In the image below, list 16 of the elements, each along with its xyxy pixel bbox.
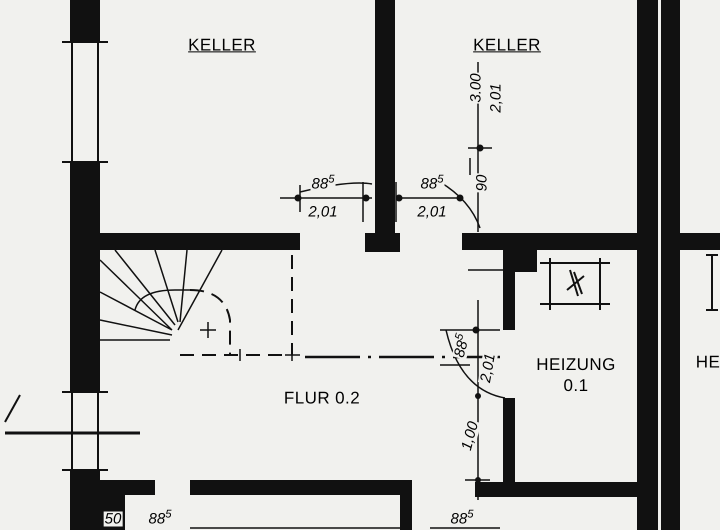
room-name: HE [696,351,720,373]
dimension-text: 2,01 [307,204,339,220]
dimension-text: 88$^{5}$ [450,512,474,526]
room-name: KELLER [473,34,541,56]
dimension-text: 3.00 [468,72,484,104]
room-name: KELLER [188,34,256,56]
room-name: HEIZUNG [536,354,616,375]
dimension-text: 90 [474,174,490,192]
dimension-text: 2,01 [488,82,504,114]
dimension-text: 50 [104,512,122,526]
dimension-text: 88$^{5}$ [310,176,336,192]
dimension-text: 88$^{5}$ [420,176,444,192]
room-name: FLUR 0.2 [284,387,360,409]
room-number: 0.1 [564,375,588,396]
dimension-text: 88$^{5}$ [148,512,172,526]
dimension-text: 2,01 [416,204,448,220]
